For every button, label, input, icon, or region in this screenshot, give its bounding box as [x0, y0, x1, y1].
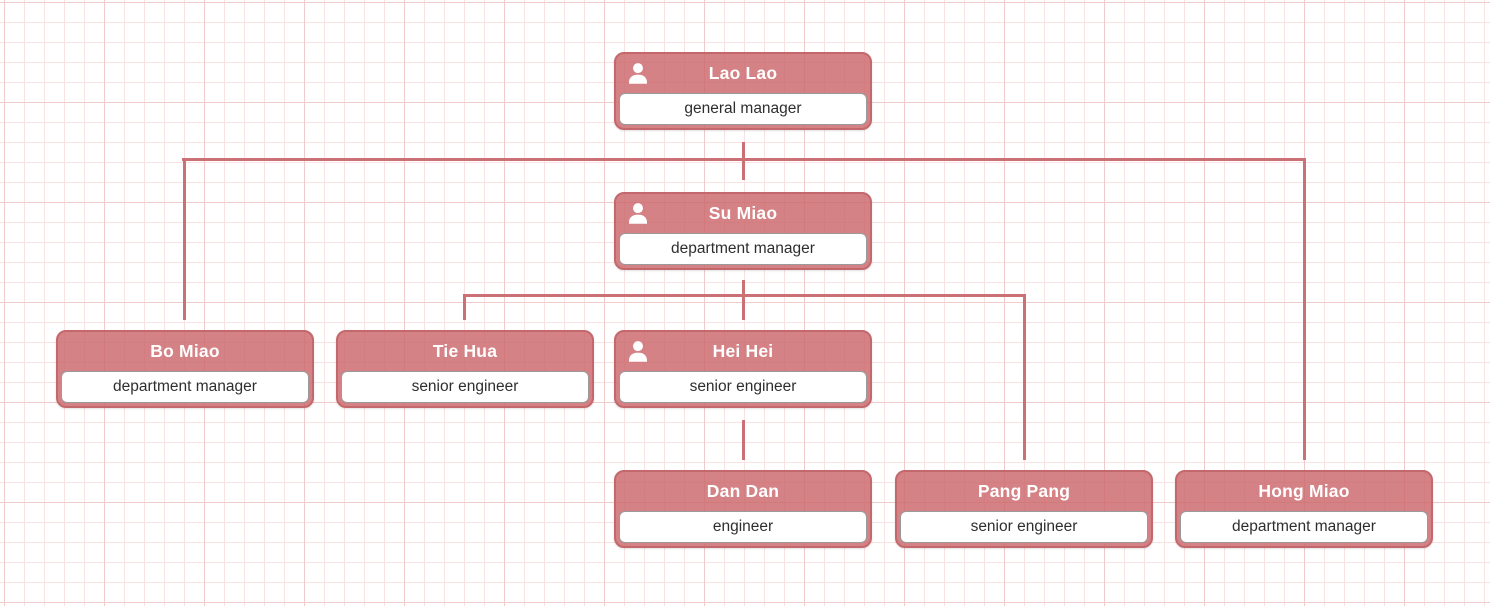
node-header: Bo Miao — [58, 332, 312, 371]
org-node-su-miao[interactable]: Su Miao department manager — [614, 192, 872, 270]
node-role: engineer — [619, 511, 867, 543]
org-node-tie-hua[interactable]: Tie Hua senior engineer — [336, 330, 594, 408]
node-role: senior engineer — [341, 371, 589, 403]
org-node-hei-hei[interactable]: Hei Hei senior engineer — [614, 330, 872, 408]
node-name: Su Miao — [708, 203, 778, 223]
node-role: senior engineer — [900, 511, 1148, 543]
node-name: Pang Pang — [977, 481, 1071, 501]
connector-segment — [742, 294, 745, 320]
org-node-bo-miao[interactable]: Bo Miao department manager — [56, 330, 314, 408]
node-name: Hei Hei — [712, 341, 774, 361]
node-header: Tie Hua — [338, 332, 592, 371]
org-node-lao-lao[interactable]: Lao Lao general manager — [614, 52, 872, 130]
node-role: general manager — [619, 93, 867, 125]
node-header: Su Miao — [616, 194, 870, 233]
connector-segment — [742, 158, 745, 180]
connector-segment — [742, 420, 745, 460]
connector-segment — [742, 280, 745, 296]
node-name: Tie Hua — [432, 341, 498, 361]
person-icon — [625, 339, 651, 365]
node-header: Hei Hei — [616, 332, 870, 371]
node-name: Dan Dan — [706, 481, 780, 501]
connector-segment — [742, 142, 745, 160]
org-node-pang-pang[interactable]: Pang Pang senior engineer — [895, 470, 1153, 548]
person-icon — [625, 201, 651, 227]
node-name: Bo Miao — [150, 341, 220, 361]
connector-segment — [463, 294, 466, 320]
node-header: Lao Lao — [616, 54, 870, 93]
connector-segment — [183, 158, 186, 320]
org-node-dan-dan[interactable]: Dan Dan engineer — [614, 470, 872, 548]
node-role: department manager — [1180, 511, 1428, 543]
node-header: Dan Dan — [616, 472, 870, 511]
node-role: department manager — [619, 233, 867, 265]
connector-segment — [1303, 158, 1306, 460]
person-icon — [625, 61, 651, 87]
org-node-hong-miao[interactable]: Hong Miao department manager — [1175, 470, 1433, 548]
node-role: department manager — [61, 371, 309, 403]
node-name: Lao Lao — [708, 63, 778, 83]
node-name: Hong Miao — [1258, 481, 1350, 501]
node-role: senior engineer — [619, 371, 867, 403]
node-header: Pang Pang — [897, 472, 1151, 511]
node-header: Hong Miao — [1177, 472, 1431, 511]
connector-segment — [1023, 294, 1026, 460]
